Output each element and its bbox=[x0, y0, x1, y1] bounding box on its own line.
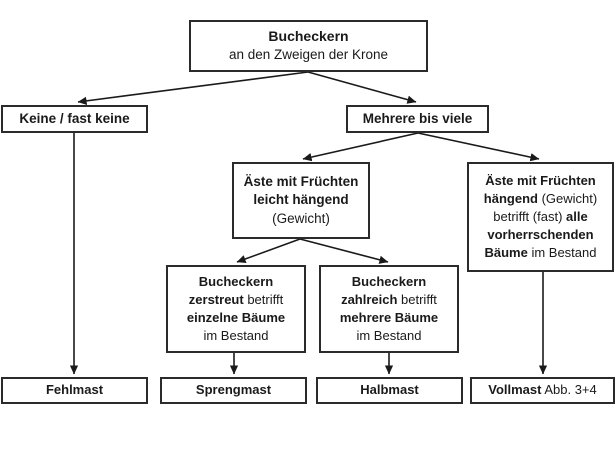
node-numerous-line3: mehrere Bäume bbox=[325, 309, 453, 327]
node-numerous-line2: zahlreich betrifft bbox=[325, 291, 453, 309]
node-sprengmast-label: Sprengmast bbox=[195, 382, 272, 398]
node-light-line2: leicht hängend bbox=[253, 192, 349, 208]
node-numerous-line1-bold: Bucheckern bbox=[351, 273, 427, 289]
node-fehlmast-label: Fehlmast bbox=[45, 382, 104, 398]
node-hanging-line3-rest: betrifft (fast) bbox=[493, 209, 567, 225]
node-scattered-line2-bold: zerstreut bbox=[188, 291, 244, 307]
node-numerous-text: Bucheckern zahlreich betrifft mehrere Bä… bbox=[325, 273, 453, 346]
node-scattered-line4: im Bestand bbox=[203, 328, 269, 344]
node-aeste-leicht-haengend[interactable]: Äste mit Früchten leicht hängend (Gewich… bbox=[232, 162, 370, 239]
node-result-fehlmast[interactable]: Fehlmast bbox=[1, 377, 148, 404]
node-numerous-line2-rest: betrifft bbox=[397, 291, 437, 307]
node-root-text: Bucheckern an den Zweigen der Krone bbox=[195, 28, 422, 63]
node-vollmast-label-rest: Abb. 3+4 bbox=[541, 382, 597, 398]
node-hanging-line2-rest: (Gewicht) bbox=[537, 191, 598, 207]
node-scattered-text: Bucheckern zerstreut betrifft einzelne B… bbox=[172, 273, 300, 346]
node-numerous-line2-bold: zahlreich bbox=[341, 291, 398, 307]
node-hanging-line4: vorherrschenden bbox=[473, 226, 608, 244]
node-bucheckern-krone[interactable]: Bucheckern an den Zweigen der Krone bbox=[189, 20, 428, 72]
node-hanging-line1-bold: Äste mit Früchten bbox=[485, 173, 596, 189]
node-halbmast-label: Halbmast bbox=[360, 382, 419, 398]
node-none-label: Keine / fast keine bbox=[19, 111, 130, 127]
node-scattered-line1-bold: Bucheckern bbox=[198, 273, 274, 289]
node-vollmast-text: Vollmast Abb. 3+4 bbox=[476, 382, 609, 399]
node-scattered-line3-bold: einzelne Bäume bbox=[186, 310, 286, 325]
edge-light-to-numerous bbox=[299, 238, 389, 264]
node-light-line1: Äste mit Früchten bbox=[243, 173, 359, 189]
node-hanging-line1: Äste mit Früchten bbox=[473, 172, 608, 190]
node-result-halbmast[interactable]: Halbmast bbox=[316, 377, 463, 404]
edge-many-to-hanging bbox=[417, 132, 540, 162]
node-hanging-line2-bold: hängend bbox=[483, 191, 538, 207]
node-hanging-text: Äste mit Früchten hängend (Gewicht) betr… bbox=[473, 172, 608, 262]
node-result-vollmast[interactable]: Vollmast Abb. 3+4 bbox=[470, 377, 615, 404]
node-root-line2: an den Zweigen der Krone bbox=[228, 47, 389, 63]
node-mehrere-bis-viele[interactable]: Mehrere bis viele bbox=[346, 105, 489, 133]
edge-root-to-none bbox=[77, 71, 309, 106]
node-scattered-line2-rest: betrifft bbox=[243, 291, 284, 307]
node-light-text: Äste mit Früchten leicht hängend (Gewich… bbox=[238, 173, 364, 229]
edge-root-to-many bbox=[307, 71, 417, 104]
node-bucheckern-zerstreut[interactable]: Bucheckern zerstreut betrifft einzelne B… bbox=[166, 265, 306, 353]
edge-light-to-scattered bbox=[236, 238, 301, 263]
node-hanging-line3: betrifft (fast) alle bbox=[473, 208, 608, 226]
node-hanging-line5-bold: Bäume bbox=[484, 244, 528, 260]
node-many-label: Mehrere bis viele bbox=[362, 111, 473, 127]
node-hanging-line2: hängend (Gewicht) bbox=[473, 190, 608, 208]
node-scattered-line2: zerstreut betrifft bbox=[172, 291, 300, 309]
node-light-line3: (Gewicht) bbox=[272, 210, 330, 226]
node-hanging-line3-bold: alle bbox=[566, 209, 588, 225]
node-root-line1: Bucheckern bbox=[268, 28, 349, 45]
node-aeste-haengend-alle-baeume[interactable]: Äste mit Früchten hängend (Gewicht) betr… bbox=[467, 162, 614, 272]
edge-many-to-light bbox=[302, 132, 419, 162]
node-bucheckern-zahlreich[interactable]: Bucheckern zahlreich betrifft mehrere Bä… bbox=[319, 265, 459, 353]
node-hanging-line4-bold: vorherrschenden bbox=[487, 226, 594, 242]
node-hanging-line5-rest: im Bestand bbox=[527, 244, 597, 260]
node-hanging-line5: Bäume im Bestand bbox=[473, 244, 608, 262]
node-numerous-line1: Bucheckern bbox=[325, 273, 453, 291]
node-numerous-line4: im Bestand bbox=[356, 328, 422, 344]
node-result-sprengmast[interactable]: Sprengmast bbox=[160, 377, 307, 404]
node-vollmast-label-bold: Vollmast bbox=[488, 382, 542, 398]
node-keine-fast-keine[interactable]: Keine / fast keine bbox=[1, 105, 148, 133]
node-scattered-line1: Bucheckern bbox=[172, 273, 300, 291]
node-scattered-line3: einzelne Bäume bbox=[172, 309, 300, 327]
node-numerous-line3-bold: mehrere Bäume bbox=[339, 310, 439, 325]
